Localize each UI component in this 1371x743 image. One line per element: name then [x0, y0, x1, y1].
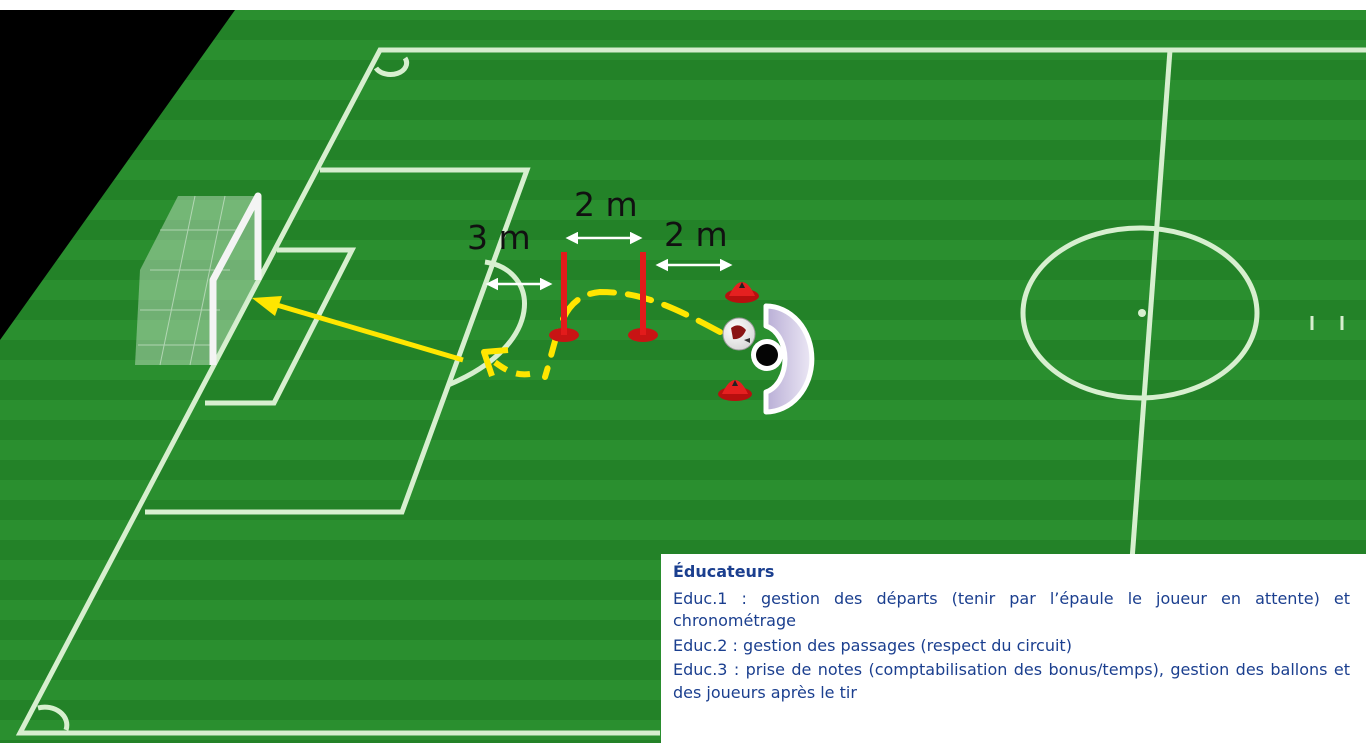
- goal-net: [135, 196, 258, 365]
- touchline: [15, 47, 1366, 736]
- educators-title: Éducateurs: [673, 562, 775, 581]
- shot-arrowhead: [252, 296, 282, 316]
- pitch-lines: [15, 47, 1366, 736]
- goal: [135, 192, 262, 366]
- goal-frame: [209, 192, 262, 365]
- educators-panel: Éducateurs Educ.1 : gestion des départs …: [661, 554, 1366, 743]
- pole-2: [628, 252, 658, 342]
- dribble-arrowhead: [481, 347, 509, 377]
- educ-line-1: Educ.1 : gestion des départs (tenir par …: [673, 588, 1350, 631]
- center-circle: [1020, 225, 1260, 401]
- goal-area: [205, 247, 357, 406]
- halfway-line: [1129, 49, 1173, 561]
- educ-line-3: Educ.3 : prise de notes (comptabilisatio…: [673, 660, 1350, 702]
- distance-label-2m-b: 2 m: [664, 215, 728, 254]
- player-start-marker: [751, 303, 815, 415]
- ball: [722, 317, 756, 351]
- cone-bottom: [718, 380, 752, 401]
- cone-top: [725, 282, 759, 303]
- dribble-path-end: [490, 357, 531, 378]
- player-dot: [756, 344, 778, 366]
- penalty-area: [145, 167, 531, 515]
- pole-1: [549, 252, 579, 342]
- dark-corner: [0, 10, 235, 340]
- corner-arc-bottom: [37, 704, 70, 731]
- corner-arc-top: [373, 56, 410, 77]
- measure-arrows: [485, 231, 733, 291]
- distance-label-2m-a: 2 m: [574, 185, 638, 224]
- penalty-arc: [447, 259, 527, 388]
- distance-label-3m: 3 m: [467, 218, 531, 257]
- shot-line: [269, 300, 464, 363]
- half-ring: [763, 303, 815, 415]
- educ-line-2: Educ.2 : gestion des passages (respect d…: [673, 635, 1072, 655]
- center-spot: [1138, 309, 1146, 317]
